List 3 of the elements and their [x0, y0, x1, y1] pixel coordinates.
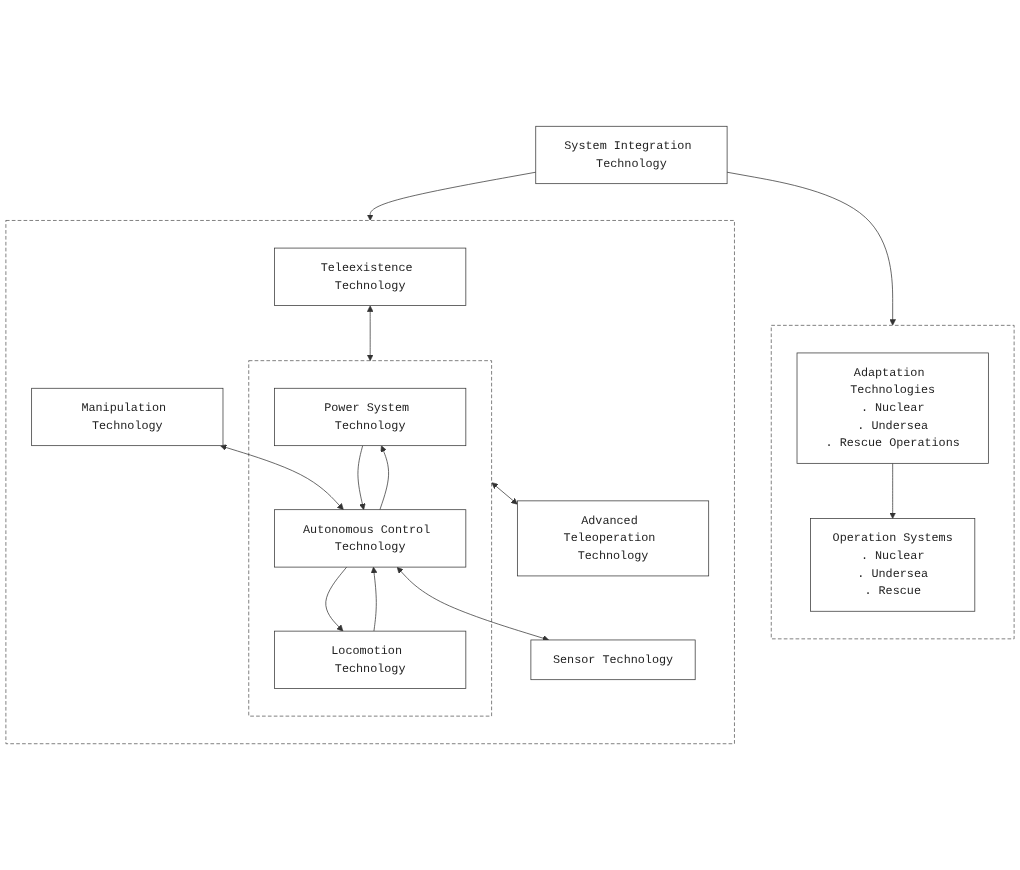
- cluster: [5, 220, 735, 745]
- cluster: [770, 325, 1015, 640]
- cluster: [248, 360, 492, 717]
